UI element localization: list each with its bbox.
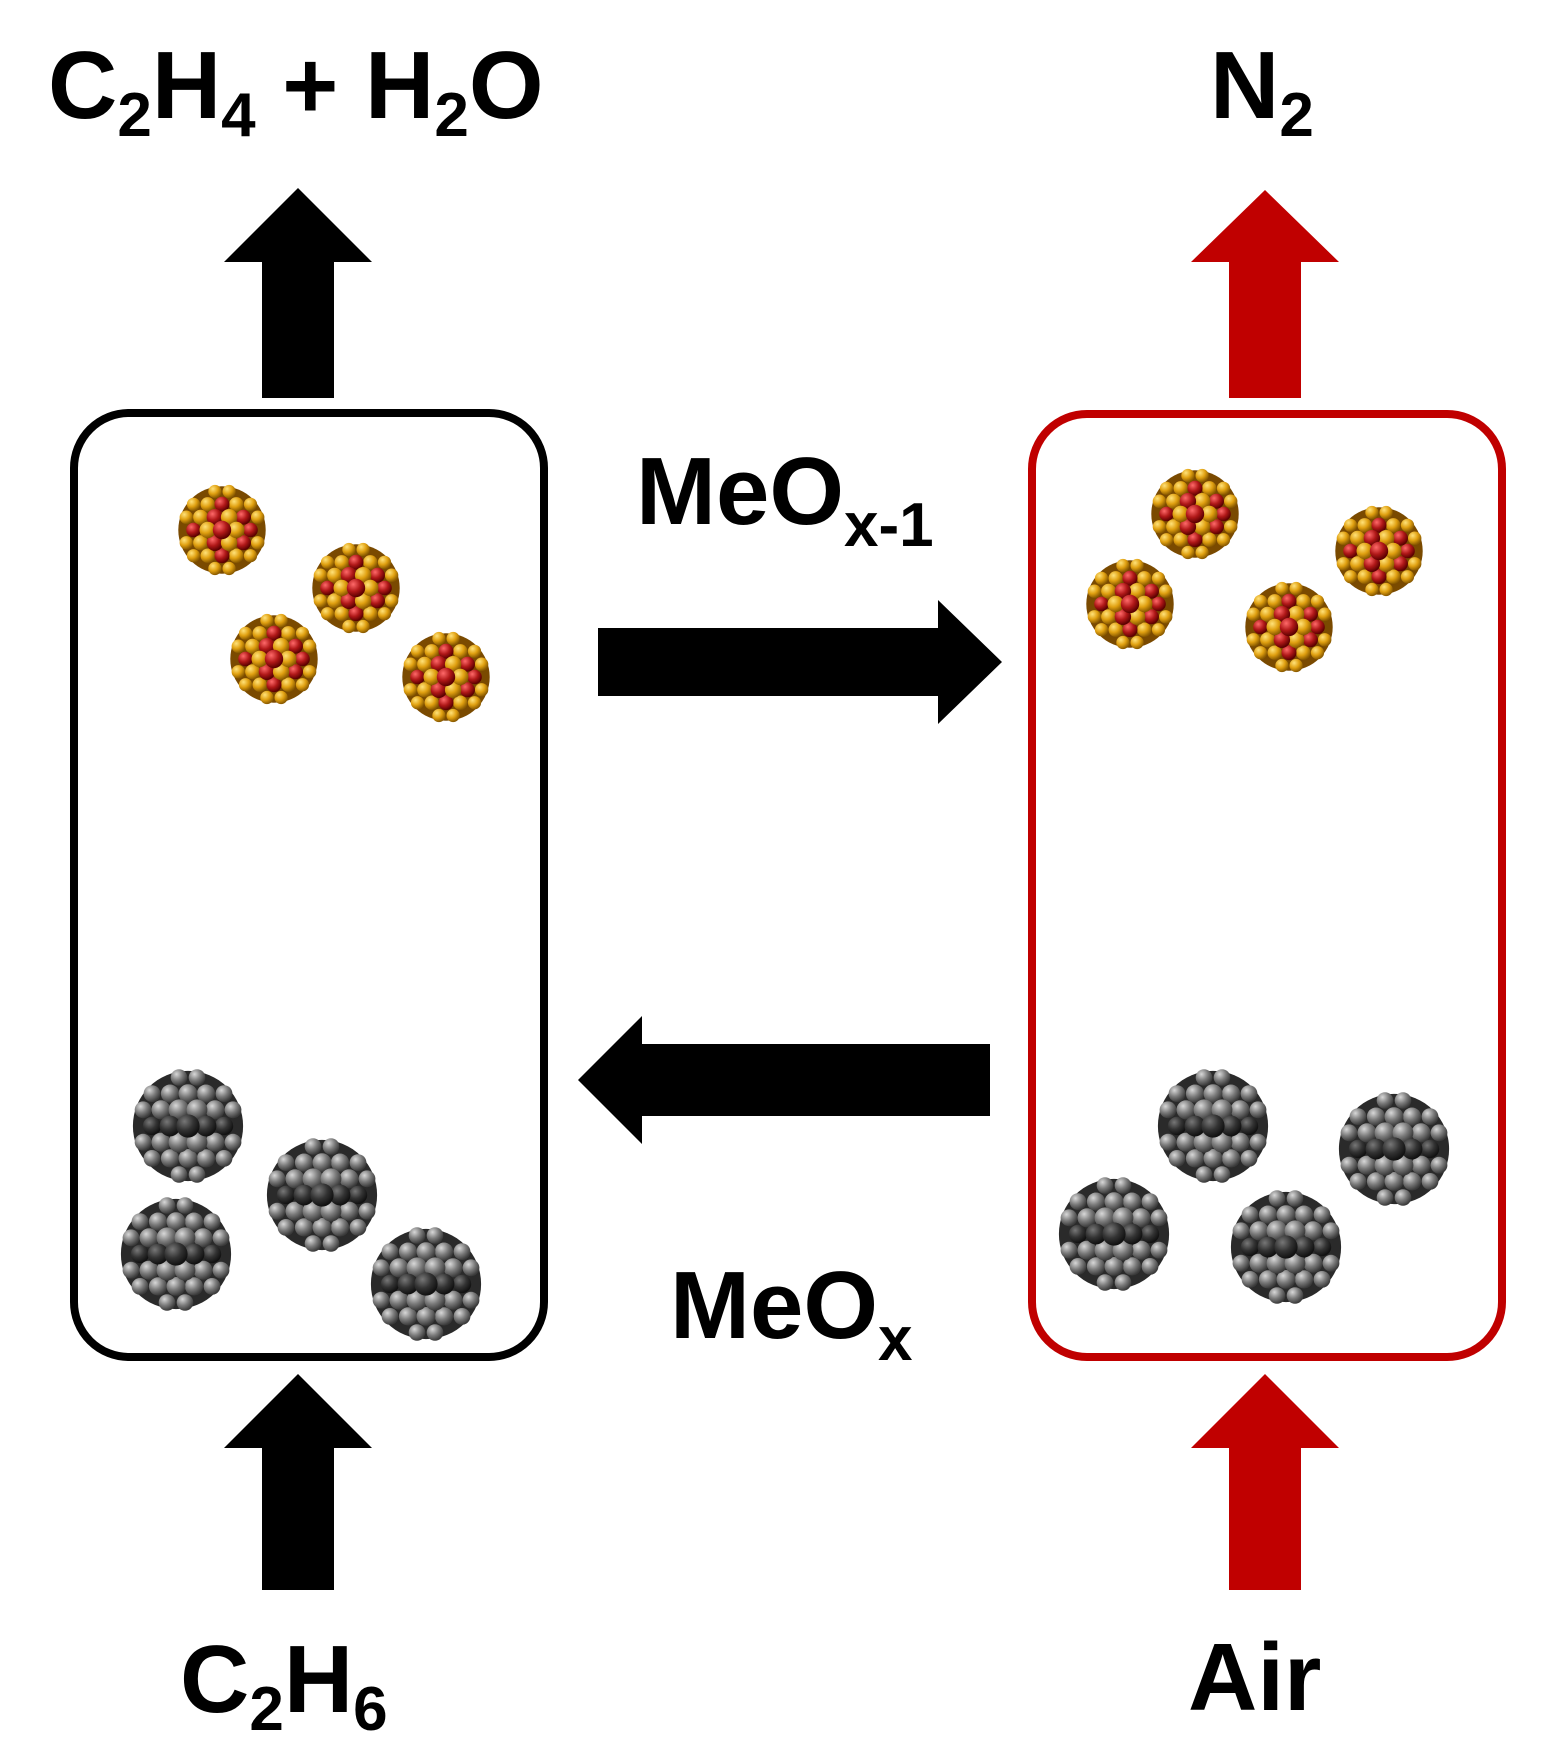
oxidized-particle-icon	[178, 484, 266, 576]
air-reactor-outlet-label: N2	[1210, 32, 1314, 150]
reduced-particle-icon	[1338, 1092, 1450, 1206]
fuel-reactor-box	[70, 409, 548, 1361]
reduced-particle-icon	[370, 1227, 482, 1341]
oxidized-particle-icon	[402, 631, 490, 723]
oxidized-particle-icon	[230, 613, 318, 705]
oxidized-particle-icon	[1151, 468, 1239, 560]
reduced-particle-icon	[1157, 1069, 1269, 1183]
air-reactor-box	[1028, 410, 1506, 1361]
oxidized-particle-icon	[1086, 558, 1174, 650]
air-inlet-arrow	[1191, 1374, 1339, 1590]
transfer-arrow-right	[598, 600, 1002, 724]
particle-layer	[120, 468, 1450, 1341]
fuel-outlet-arrow	[224, 188, 372, 398]
reduced-particle-icon	[266, 1138, 378, 1252]
meox-label: MeOx	[670, 1252, 913, 1374]
fuel-reactor-inlet-label: C2H6	[180, 1626, 388, 1737]
reduced-particle-icon	[120, 1197, 232, 1311]
meox-1-label: MeOx-1	[636, 438, 934, 560]
oxidized-particle-icon	[312, 542, 400, 634]
oxidized-particle-icon	[1245, 581, 1333, 673]
fuel-inlet-arrow	[224, 1374, 372, 1590]
fuel-reactor-outlet-label: C2H4 + H2O	[48, 32, 544, 150]
reduced-particle-icon	[132, 1069, 244, 1183]
air-outlet-arrow	[1191, 190, 1339, 398]
oxidized-particle-icon	[1335, 505, 1423, 597]
air-reactor-inlet-label: Air	[1188, 1624, 1321, 1731]
reduced-particle-icon	[1058, 1177, 1170, 1291]
transfer-arrow-left	[578, 1016, 990, 1144]
reduced-particle-icon	[1230, 1190, 1342, 1304]
